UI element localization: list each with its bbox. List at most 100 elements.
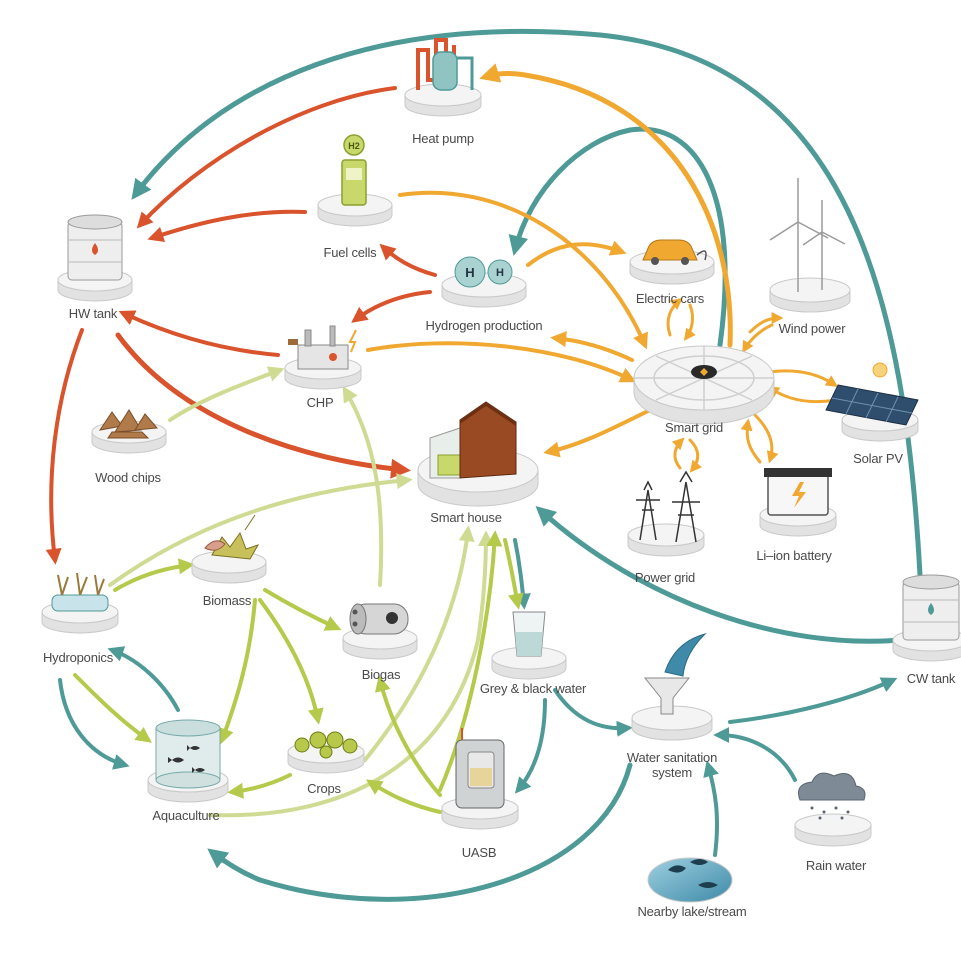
arrow-hw-tank-to-hydroponics — [45, 328, 84, 565]
label-rain-water: Rain water — [805, 858, 867, 873]
arrow-aquaculture-to-house — [208, 530, 494, 818]
arrow-fuelcells-to-grid — [398, 190, 648, 350]
node-rain-water[interactable] — [794, 772, 872, 847]
node-hydroponics[interactable] — [41, 572, 119, 634]
label-cw-tank: CW tank — [906, 671, 956, 686]
cold-water-tank-icon — [902, 574, 960, 641]
arrow-crops-to-aquaculture — [227, 773, 292, 799]
arrow-grid-to-solar — [768, 369, 838, 387]
leaf-icon — [204, 514, 260, 560]
arrow-lake-to-sanitation — [703, 760, 720, 857]
node-electric-cars[interactable] — [629, 239, 715, 285]
label-crops: Crops — [307, 781, 341, 796]
node-hydrogen-production[interactable]: H H — [441, 256, 527, 308]
arrow-hydroponics-to-house — [108, 473, 413, 587]
label-nearby-lake: Nearby lake/stream — [637, 904, 747, 919]
node-smart-house[interactable] — [417, 401, 539, 507]
node-chp[interactable] — [284, 325, 362, 390]
arrow-hydroponics-to-biomass — [113, 558, 195, 592]
arrow-wood-to-chp — [168, 366, 285, 422]
biogas-tank-icon — [349, 603, 409, 635]
arrow-rain-to-sanitation — [713, 727, 797, 782]
smart-grid-icon — [634, 346, 774, 410]
node-hw-tank[interactable] — [57, 214, 133, 302]
label-hydrogen-production: Hydrogen production — [425, 318, 543, 333]
node-smart-grid[interactable] — [633, 345, 775, 425]
node-wood-chips[interactable] — [91, 409, 167, 454]
lake-icon — [668, 859, 718, 888]
node-aquaculture[interactable] — [147, 719, 229, 803]
label-li-ion-battery: Li–ion battery — [756, 548, 832, 563]
arrow-chp-to-grid — [366, 341, 637, 383]
flow-arrows — [45, 28, 923, 902]
label-biomass: Biomass — [202, 593, 252, 608]
arrow-hydroponics-to-aquaculture-bio — [73, 673, 152, 743]
label-hydroponics: Hydroponics — [42, 650, 114, 665]
arrow-uasb-to-biogas — [374, 675, 442, 797]
node-nearby-lake[interactable] — [647, 857, 733, 903]
node-solar-pv[interactable] — [825, 362, 919, 442]
arrow-biogas-to-chp — [342, 385, 384, 587]
node-heat-pump[interactable] — [404, 38, 482, 117]
fuel-cell-icon: H2 — [341, 134, 367, 206]
node-biomass[interactable] — [191, 514, 267, 584]
node-water-sanitation[interactable] — [631, 633, 713, 741]
label-electric-cars: Electric cars — [635, 291, 705, 306]
label-hw-tank: HW tank — [68, 306, 118, 321]
node-li-ion-battery[interactable] — [759, 468, 837, 537]
pylon-icon — [636, 470, 700, 543]
arrow-biomass-to-biogas — [263, 588, 342, 631]
arrow-grid-to-smart-house — [543, 408, 652, 458]
node-grey-black-water[interactable] — [491, 611, 567, 680]
hydroponics-icon — [51, 572, 109, 612]
water-glass-icon — [512, 611, 546, 657]
node-uasb[interactable] — [441, 728, 519, 830]
arrow-sanitation-to-cw-tank — [728, 677, 898, 724]
svg-text:H2: H2 — [348, 141, 360, 151]
label-uasb: UASB — [461, 845, 497, 860]
svg-text:H: H — [496, 267, 504, 279]
label-solar-pv: Solar PV — [853, 451, 903, 466]
node-cw-tank[interactable] — [892, 574, 961, 662]
label-heat-pump: Heat pump — [412, 131, 474, 146]
hydrogen-icon: H H — [454, 256, 513, 288]
arrow-cw-tank-to-smart-house — [535, 505, 903, 644]
electric-car-icon — [642, 239, 707, 265]
arrow-solar-to-grid — [767, 386, 837, 404]
label-wood-chips: Wood chips — [95, 470, 161, 485]
arrow-uasb-to-house — [438, 530, 503, 792]
node-wind-power[interactable] — [769, 178, 851, 313]
wind-turbine-icon — [769, 178, 846, 292]
arrow-hydrogen-to-fuelcells — [379, 243, 437, 277]
arrow-grid-to-wind — [748, 312, 784, 334]
funnel-icon — [643, 633, 707, 715]
crops-icon — [294, 731, 358, 759]
house-icon — [429, 401, 517, 479]
label-biogas: Biogas — [361, 667, 401, 682]
arrow-cw-tank-to-hw-tank — [131, 28, 923, 578]
node-crops[interactable] — [287, 731, 365, 774]
arrow-grid-to-hydrogen — [508, 126, 728, 348]
arrow-grid-to-cars — [666, 297, 683, 337]
wood-chips-icon — [98, 409, 159, 439]
arrow-powergrid-to-grid — [671, 437, 685, 470]
node-fuel-cells[interactable]: H2 — [317, 134, 393, 227]
arrow-hydrogen-to-electric-cars — [526, 240, 627, 267]
arrow-biomass-to-crops — [258, 598, 324, 725]
node-power-grid[interactable] — [627, 470, 705, 557]
arrow-heatpump-to-hw-tank — [136, 86, 397, 229]
chp-plant-icon — [288, 325, 357, 370]
arrow-hw-tank-to-smart-house — [115, 332, 411, 479]
label-power-grid: Power grid — [634, 570, 696, 585]
arrow-cars-to-grid — [683, 303, 696, 341]
arrow-hydrogen-to-chp — [351, 290, 432, 323]
battery-icon — [764, 468, 832, 516]
arrow-hydroponics-to-aquaculture — [58, 678, 130, 770]
arrow-grid-to-battery — [753, 413, 779, 464]
arrow-grid-to-heatpump — [479, 63, 733, 348]
arrow-greywater-to-sanitation — [553, 688, 633, 737]
node-biogas[interactable] — [342, 603, 418, 660]
fish-tank-icon — [155, 719, 221, 789]
